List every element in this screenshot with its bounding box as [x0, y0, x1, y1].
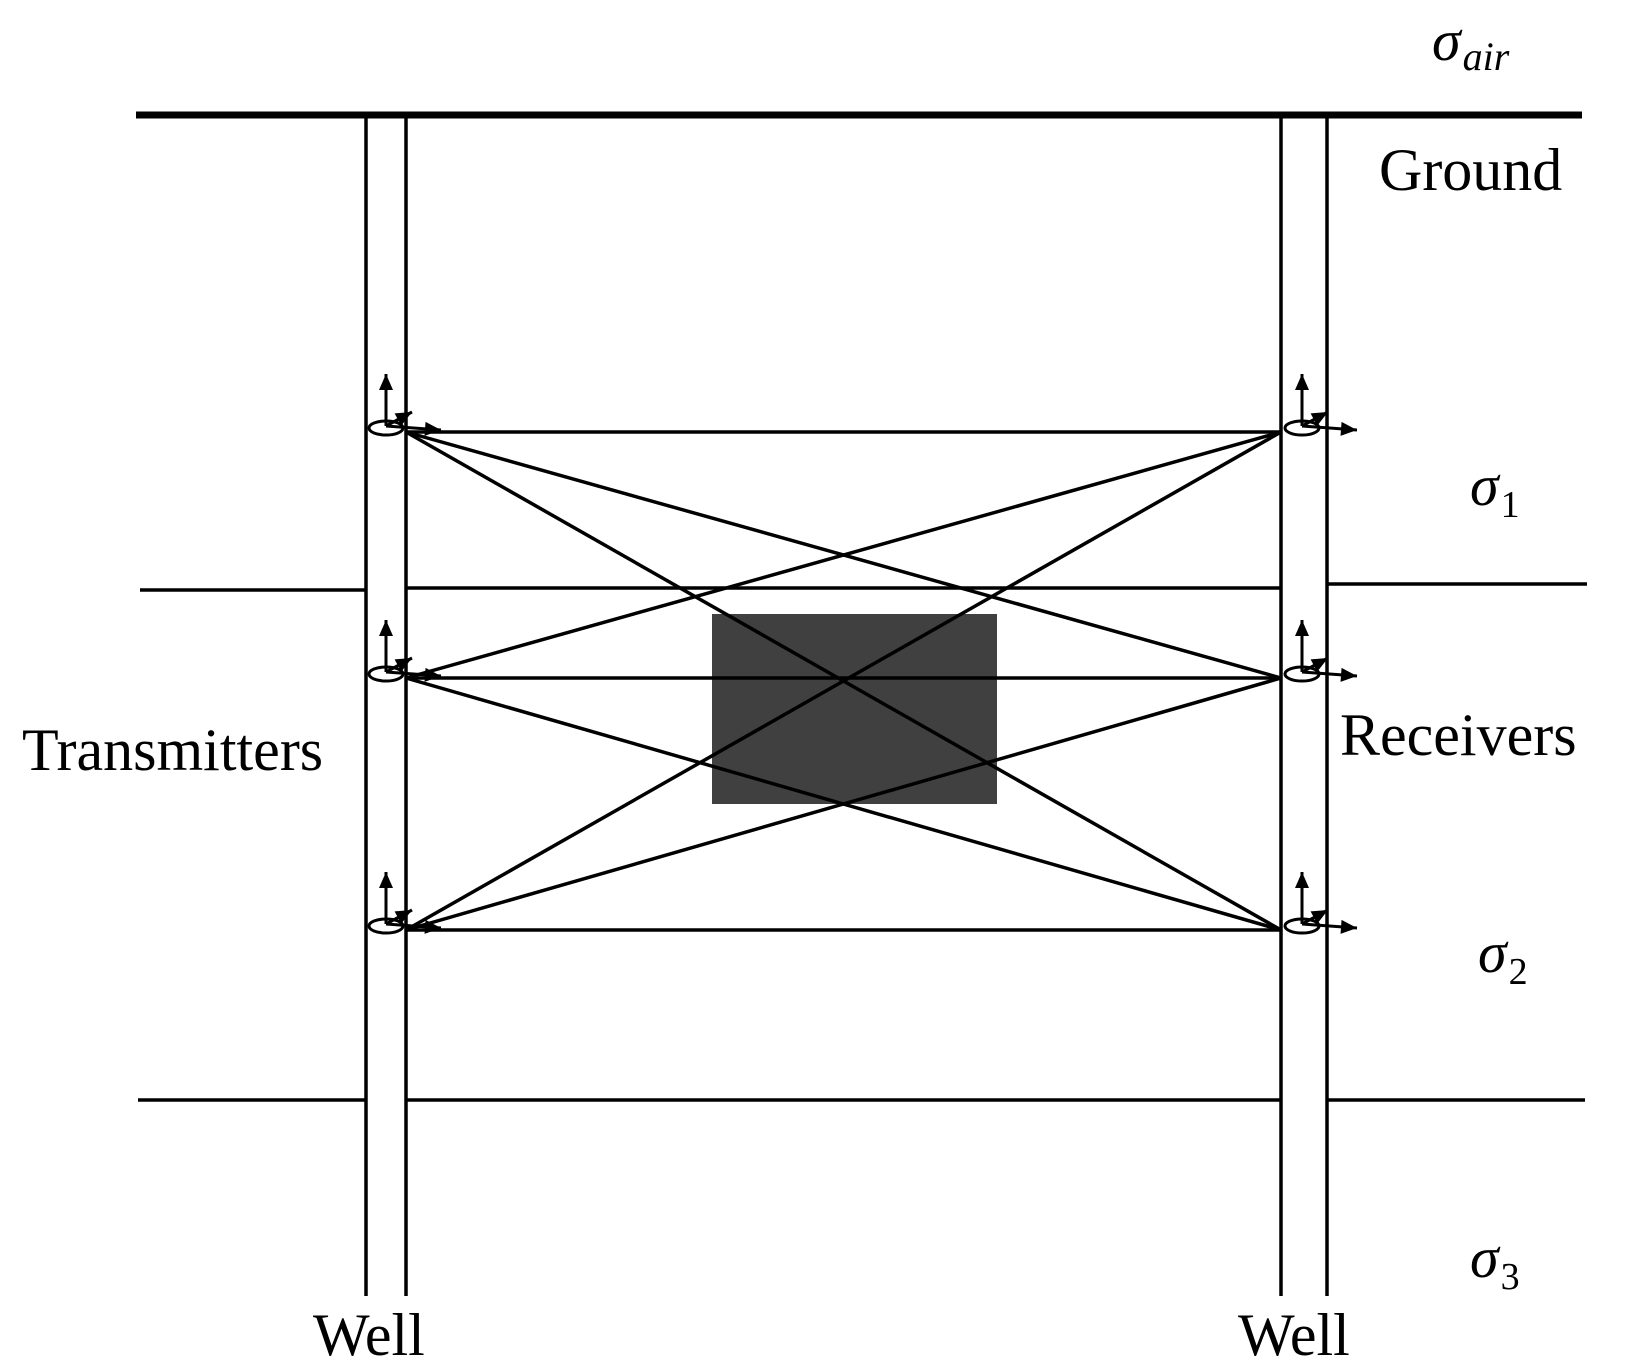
layer-boundary-1 [140, 582, 1587, 592]
well-label-right: Well [1238, 1302, 1350, 1368]
sensor-symbols [367, 374, 1358, 935]
axis-arrow-diagonal-icon [385, 656, 413, 674]
axis-arrow-right-icon [1301, 919, 1358, 934]
axis-arrow-diagonal-icon [385, 908, 413, 926]
ray-path-t2-r1 [405, 430, 1282, 680]
axis-arrow-right-icon [1301, 667, 1358, 682]
axis-arrow-up-icon [379, 872, 393, 924]
axis-arrow-up-icon [379, 374, 393, 426]
ground-label: Ground [1379, 137, 1562, 203]
axis-arrow-up-icon [1295, 374, 1309, 426]
right-well [1279, 115, 1329, 1296]
sigma-1-label: σ1 [1470, 453, 1520, 526]
left-well [364, 115, 408, 1296]
transmitter-sensor-1 [367, 374, 442, 437]
axis-arrow-up-icon [1295, 620, 1309, 672]
axis-arrow-diagonal-icon [1301, 908, 1329, 926]
sigma-air-label: σair [1432, 8, 1510, 79]
ray-path-t3-r1 [405, 430, 1282, 932]
axis-arrow-diagonal-icon [385, 410, 413, 428]
transmitters-label: Transmitters [22, 717, 323, 783]
receivers-label: Receivers [1340, 702, 1577, 768]
axis-arrow-right-icon [1301, 421, 1358, 436]
axis-arrow-right-icon [385, 919, 442, 934]
receiver-sensor-2 [1283, 620, 1358, 683]
anomaly-block [712, 614, 997, 804]
ray-paths [405, 430, 1282, 932]
well-label-left: Well [313, 1302, 425, 1368]
ray-path-t3-r2 [405, 676, 1282, 932]
transmitter-sensor-2 [367, 620, 442, 683]
axis-arrow-diagonal-icon [1301, 410, 1329, 428]
axis-arrow-up-icon [379, 620, 393, 672]
receiver-sensor-3 [1283, 872, 1358, 935]
sigma-2-label: σ2 [1478, 920, 1528, 993]
transmitter-sensor-3 [367, 872, 442, 935]
axis-arrow-right-icon [385, 667, 442, 682]
sigma-3-label: σ3 [1470, 1225, 1520, 1298]
axis-arrow-up-icon [1295, 872, 1309, 924]
receiver-sensor-1 [1283, 374, 1358, 437]
axis-arrow-diagonal-icon [1301, 656, 1329, 674]
axis-arrow-right-icon [385, 421, 442, 436]
